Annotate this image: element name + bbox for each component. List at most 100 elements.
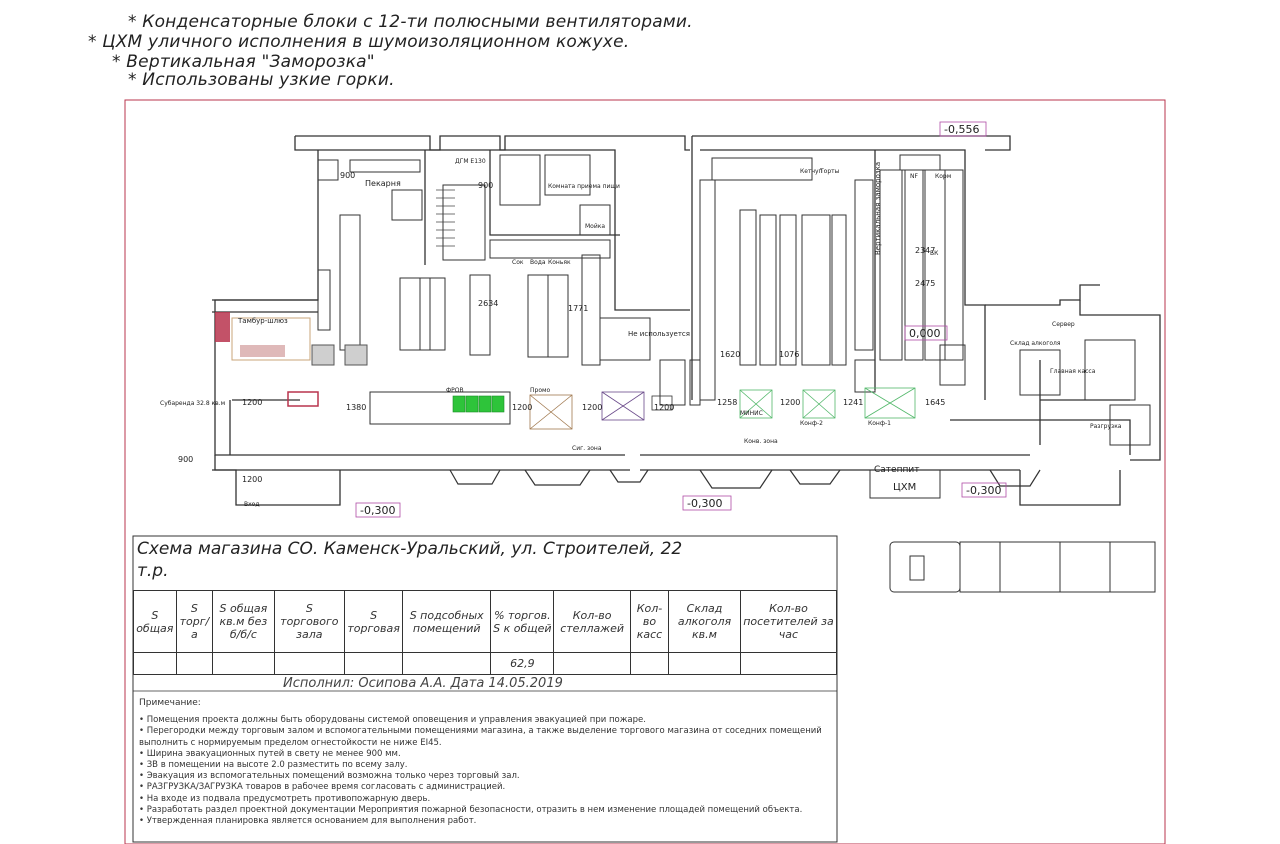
remark-item: • Помещения проекта должны быть оборудов… <box>139 715 646 726</box>
room-label: Вертикальная заморозка <box>874 162 882 255</box>
grey-box <box>344 344 368 366</box>
remark-item: • На входе из подвала предусмотреть прот… <box>139 793 431 804</box>
dimension: 1258 <box>717 398 737 407</box>
spec-header: S общая кв.м без б/б/с <box>212 590 275 653</box>
note-2: * ЦХМ уличного исполнения в шумоизоляцио… <box>88 32 630 52</box>
plan-label: Кетчуп <box>800 168 823 175</box>
racks-right <box>659 154 1151 499</box>
dimension: 1241 <box>843 398 863 407</box>
room-label: ДГМ Е130 <box>455 158 486 165</box>
spec-value <box>175 652 214 675</box>
spec-value <box>344 652 404 675</box>
level-mark-3: -0,300 <box>687 497 722 510</box>
specs-header-row: S общая S торг/а S общая кв.м без б/б/с … <box>133 590 838 653</box>
plan-label: NF <box>910 173 918 180</box>
room-label: Разгрузка <box>1090 423 1122 430</box>
plan-label: Конф-1 <box>868 420 891 427</box>
dimension: 1200 <box>654 403 674 412</box>
spec-header: S торг/а <box>175 590 214 653</box>
spec-value <box>402 652 492 675</box>
plan-label: Конв. зона <box>744 438 778 445</box>
remark-item: • ЗВ в помещении на высоте 2.0 разместит… <box>139 760 408 771</box>
tan-zone <box>231 317 311 361</box>
room-label: Субаренда 32.8 кв.м <box>160 400 225 407</box>
remarks-title: Примечание: <box>139 698 201 708</box>
plan-label: Промо <box>530 387 551 394</box>
glass-displays <box>739 387 916 419</box>
room-label: ЦХМ <box>893 482 916 493</box>
remark-item: • Перегородки между торговым залом и всп… <box>139 726 822 748</box>
room-label: Сервер <box>1052 321 1075 328</box>
dimension: 1200 <box>242 398 262 407</box>
level-mark-2: 0,000 <box>909 327 941 340</box>
dimension: 1200 <box>582 403 602 412</box>
promo-tan <box>529 391 673 430</box>
spec-header: S торговая <box>344 590 404 653</box>
level-mark-4: -0,300 <box>966 484 1001 497</box>
spec-header: Кол-во стеллажей <box>553 590 631 653</box>
plan-label: Сок <box>512 259 524 266</box>
room-label: Тамбур-шлюз <box>237 317 288 325</box>
plan-label: БК <box>930 250 939 257</box>
title-block-frame <box>132 535 838 843</box>
specs-table: S общая S торг/а S общая кв.м без б/б/с … <box>133 590 838 675</box>
room-label: Сатеппит <box>874 465 919 475</box>
spec-header: S торгового зала <box>273 590 346 653</box>
spec-header: S подсобных помещений <box>402 590 492 653</box>
notes-block: * Конденсаторные блоки с 12-ти полюсными… <box>0 8 760 90</box>
remark-item: • Ширина эвакуационных путей в свету не … <box>139 748 401 759</box>
spec-value <box>133 652 177 675</box>
spec-header: Кол-во касс <box>629 590 670 653</box>
remark-item: • Утвержденная планировка является основ… <box>139 816 477 827</box>
walls-right <box>640 135 1161 506</box>
plan-label: Торты <box>819 168 840 175</box>
bay-windows <box>449 469 1041 489</box>
note-4: * Использованы узкие горки. <box>128 70 395 90</box>
note-1: * Конденсаторные блоки с 12-ти полюсными… <box>128 12 693 32</box>
room-label: Вход <box>244 501 260 508</box>
spec-value <box>739 652 838 675</box>
frozen-chest-left <box>452 395 505 413</box>
spec-header: S общая <box>133 590 177 653</box>
red-zone <box>215 312 230 342</box>
plan-label: Сиг. зона <box>572 445 602 452</box>
room-label: Пекарня <box>365 179 401 188</box>
room-label: Склад алкоголя <box>1010 340 1061 347</box>
dimension: 1771 <box>568 304 588 313</box>
level-mark-1: -0,556 <box>944 123 979 136</box>
plan-label: ФРОВ <box>446 387 464 394</box>
dimension: 1200 <box>242 475 262 484</box>
title-block-title: Схема магазина СО. Каменск-Уральский, ул… <box>137 538 697 582</box>
executor-line: Исполнил: Осипова А.А. Дата 14.05.2019 <box>283 676 563 691</box>
title-line-1: Схема магазина СО. Каменск-Уральский, ул… <box>137 539 683 559</box>
plan-label: Вода <box>530 259 546 266</box>
remark-item: • Разработать раздел проектной документа… <box>139 804 803 815</box>
grey-box-2 <box>311 344 335 366</box>
room-label: Главная касса <box>1050 368 1096 375</box>
racks-left <box>317 154 651 425</box>
specs-value-row: 62,9 <box>133 652 838 675</box>
sheet-border <box>124 99 1166 844</box>
title-block: Схема магазина СО. Каменск-Уральский, ул… <box>133 536 838 842</box>
plan-label: Корм <box>935 173 951 180</box>
room-label: Не используется <box>628 330 690 338</box>
dimension: 2347 <box>915 246 935 255</box>
spec-header: Кол-во посетителей за час <box>739 590 838 653</box>
remark-item: • Эвакуация из вспомогательных помещений… <box>139 771 520 782</box>
level-mark-5: -0,300 <box>360 504 395 517</box>
dimension: 2634 <box>478 299 498 308</box>
spec-value: 62,9 <box>490 652 555 675</box>
spec-value <box>668 652 741 675</box>
plan-label: МИНИС <box>740 410 763 417</box>
spec-value <box>629 652 670 675</box>
stairs <box>436 189 455 247</box>
spec-header: Склад алкоголя кв.м <box>668 590 741 653</box>
dimension: 1200 <box>512 403 532 412</box>
dimension: 1076 <box>779 350 799 359</box>
walls-left <box>212 135 690 506</box>
dimension: 2475 <box>915 279 935 288</box>
truck-icon <box>889 541 1156 593</box>
pink-zone <box>240 345 285 357</box>
dimension: 1645 <box>925 398 945 407</box>
